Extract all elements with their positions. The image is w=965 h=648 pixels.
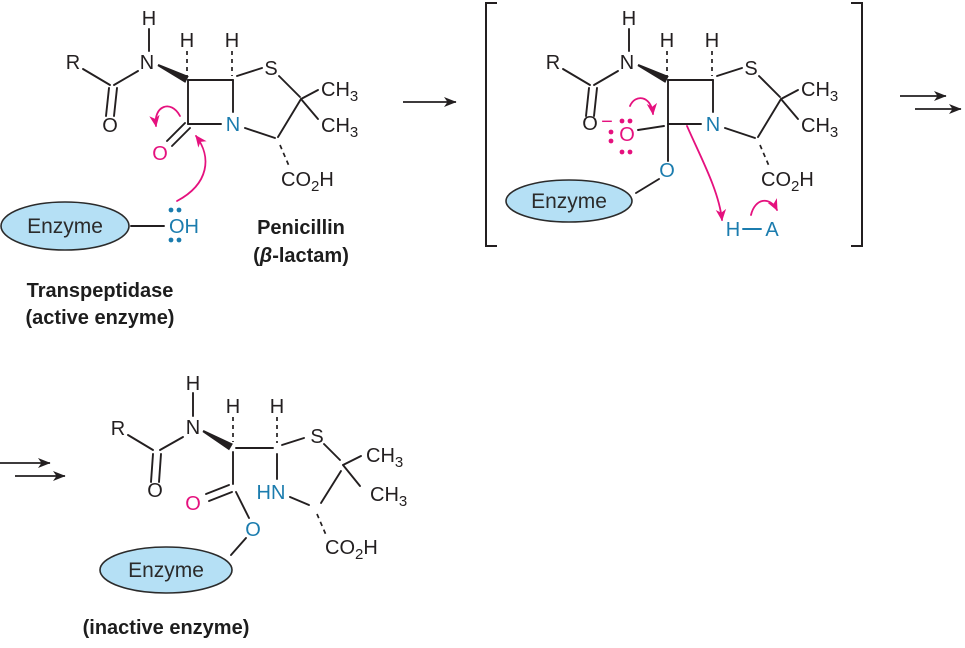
acid-a-label: A — [765, 219, 779, 241]
negative-charge: − — [601, 111, 613, 133]
enzyme-oval — [505, 179, 633, 223]
atom-label-h: H — [225, 30, 239, 52]
atom-label-ring-n: N — [706, 114, 720, 136]
enzyme-label: Enzyme — [531, 190, 607, 213]
bracket-right — [851, 2, 863, 247]
atom-label-ester-o: O — [659, 160, 675, 182]
atom-label-h: H — [186, 373, 200, 395]
enzyme-oval — [0, 201, 130, 251]
curved-arrow-oh-attack — [176, 135, 207, 202]
acyl-enzyme-bond-lines — [127, 392, 362, 556]
caption-beta-lactam: (β-lactam) — [253, 245, 349, 267]
atom-label-o: O — [582, 113, 598, 135]
panel-inactive-enzyme: R H N O H H S HN O O CH3 CH3 CO2H Enzyme… — [83, 373, 408, 639]
atom-label-h: H — [180, 30, 194, 52]
panel-penicillin-attack: R H N O H H N S O CH3 CH3 CO2H Enzyme OH… — [0, 8, 358, 329]
atom-label-n: N — [620, 52, 634, 74]
double-reaction-arrow-top — [900, 90, 962, 115]
atom-label-ring-n: N — [226, 114, 240, 136]
atom-label-n: N — [140, 52, 154, 74]
penicillin-bond-lines — [82, 28, 319, 227]
curved-arrow-ha-bond — [750, 198, 778, 216]
atom-label-r: R — [66, 52, 80, 74]
atom-label-h: H — [705, 30, 719, 52]
atom-label-s: S — [744, 58, 757, 80]
curved-arrow-alkoxide-collapse — [629, 97, 658, 116]
methyl-label: CH3 — [366, 445, 403, 471]
panel-tetrahedral-intermediate: R H N O H H N S O − CH3 CH3 CO2H O Enzym… — [485, 2, 863, 247]
atom-label-h: H — [270, 396, 284, 418]
atom-label-s: S — [310, 426, 323, 448]
wedge-bond — [157, 64, 189, 83]
carboxyl-label: CO2H — [761, 169, 814, 195]
dashed-stereo-bonds — [232, 417, 327, 536]
atom-label-h: H — [226, 396, 240, 418]
dashed-stereo-bonds — [666, 51, 770, 167]
atom-label-h: H — [142, 8, 156, 30]
wedge-bond — [202, 430, 233, 451]
curved-arrow-pi-to-oxygen — [149, 105, 181, 128]
enzyme-oval — [99, 546, 233, 594]
caption-active-enzyme: (active enzyme) — [26, 307, 175, 329]
caption-inactive-enzyme: (inactive enzyme) — [83, 617, 250, 639]
atom-label-ester-o: O — [245, 519, 261, 541]
caption-penicillin: Penicillin — [257, 217, 345, 239]
methyl-label: CH3 — [321, 79, 358, 105]
enzyme-label: Enzyme — [128, 559, 204, 582]
atom-label-h: H — [622, 8, 636, 30]
methyl-label: CH3 — [801, 79, 838, 105]
methyl-label: CH3 — [370, 484, 407, 510]
intermediate-bond-lines — [562, 28, 799, 194]
wedge-bond — [637, 64, 669, 83]
enzyme-label: Enzyme — [27, 215, 103, 238]
methyl-label: CH3 — [321, 115, 358, 141]
caption-transpeptidase: Transpeptidase — [27, 280, 174, 302]
bracket-left — [485, 2, 497, 247]
methyl-label: CH3 — [801, 115, 838, 141]
atom-label-hn: HN — [257, 482, 286, 504]
dashed-stereo-bonds — [186, 51, 290, 167]
atom-label-s: S — [264, 58, 277, 80]
atom-label-n: N — [186, 417, 200, 439]
acid-h-label: H — [726, 219, 740, 241]
lone-pair-dots — [168, 207, 182, 243]
carboxyl-label: CO2H — [281, 169, 334, 195]
double-reaction-arrow-bottom — [0, 457, 66, 482]
atom-label-r: R — [111, 418, 125, 440]
atom-label-o: O — [147, 480, 163, 502]
atom-label-carbonyl-o: O — [152, 143, 168, 165]
hydroxyl-label: OH — [169, 216, 199, 238]
curved-arrow-cn-to-h — [686, 125, 727, 222]
atom-label-r: R — [546, 52, 560, 74]
carboxyl-label: CO2H — [325, 537, 378, 563]
atom-label-carbonyl-o: O — [185, 493, 201, 515]
atom-label-alkoxide-o: O — [619, 124, 635, 146]
alkoxide-lone-pair-dots — [608, 118, 633, 155]
atom-label-o: O — [102, 115, 118, 137]
atom-label-h: H — [660, 30, 674, 52]
